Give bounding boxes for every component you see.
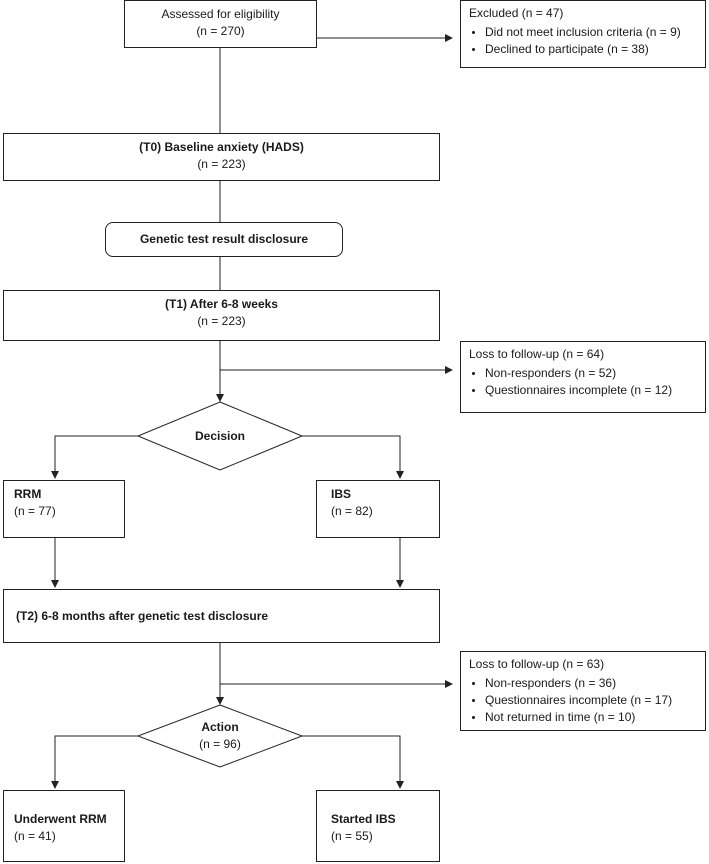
t1-box: (T1) After 6-8 weeks (n = 223) xyxy=(3,290,440,341)
ibs-title: IBS xyxy=(331,487,352,501)
loss1-box: Loss to follow-up (n = 64) Non-responder… xyxy=(460,341,706,413)
loss2-box: Loss to follow-up (n = 63) Non-responder… xyxy=(460,651,706,731)
underwent-count: (n = 41) xyxy=(14,829,56,843)
t1-count: (n = 223) xyxy=(197,314,246,328)
rrm-box: RRM (n = 77) xyxy=(3,480,125,538)
t0-count: (n = 223) xyxy=(197,157,246,171)
rrm-title: RRM xyxy=(14,487,42,501)
assessed-box: Assessed for eligibility (n = 270) xyxy=(124,0,317,48)
connector-decision-rrm xyxy=(51,435,138,479)
t0-box: (T0) Baseline anxiety (HADS) (n = 223) xyxy=(3,133,440,181)
action-diamond xyxy=(136,704,304,768)
assessed-count: (n = 270) xyxy=(196,24,245,38)
connector-action-underwent xyxy=(51,735,138,789)
rrm-count: (n = 77) xyxy=(14,504,56,518)
decision-diamond xyxy=(136,401,304,471)
loss1-item: Questionnaires incomplete (n = 12) xyxy=(485,382,697,399)
connector-action-started xyxy=(302,735,404,789)
started-box: Started IBS (n = 55) xyxy=(316,790,440,862)
ibs-count: (n = 82) xyxy=(331,504,373,518)
action-count: (n = 96) xyxy=(199,737,241,751)
action-title: Action xyxy=(201,720,239,734)
t2-title: (T2) 6-8 months after genetic test discl… xyxy=(16,609,269,623)
disclosure-title: Genetic test result disclosure xyxy=(139,232,309,246)
assessed-title: Assessed for eligibility xyxy=(161,7,280,21)
excluded-item: Did not meet inclusion criteria (n = 9) xyxy=(485,24,697,41)
action-label: Action (n = 96) xyxy=(160,719,280,753)
loss2-item: Non-responders (n = 36) xyxy=(485,675,697,692)
loss1-title: Loss to follow-up (n = 64) xyxy=(469,347,605,361)
decision-label: Decision xyxy=(194,429,245,443)
excluded-box: Excluded (n = 47) Did not meet inclusion… xyxy=(460,0,706,68)
loss2-item: Not returned in time (n = 10) xyxy=(485,709,697,726)
loss2-title: Loss to follow-up (n = 63) xyxy=(469,657,605,671)
disclosure-box: Genetic test result disclosure xyxy=(105,222,343,257)
connector-decision-ibs xyxy=(302,435,404,479)
underwent-box: Underwent RRM (n = 41) xyxy=(3,790,125,862)
loss1-item: Non-responders (n = 52) xyxy=(485,365,697,382)
t2-box: (T2) 6-8 months after genetic test discl… xyxy=(3,589,440,643)
excluded-title: Excluded (n = 47) xyxy=(469,6,564,20)
started-title: Started IBS xyxy=(331,812,396,826)
underwent-title: Underwent RRM xyxy=(14,812,107,826)
t0-title: (T0) Baseline anxiety (HADS) xyxy=(139,140,304,154)
loss2-item: Questionnaires incomplete (n = 17) xyxy=(485,692,697,709)
ibs-box: IBS (n = 82) xyxy=(316,480,440,538)
started-count: (n = 55) xyxy=(331,829,373,843)
t1-title: (T1) After 6-8 weeks xyxy=(165,297,278,311)
excluded-item: Declined to participate (n = 38) xyxy=(485,41,697,58)
